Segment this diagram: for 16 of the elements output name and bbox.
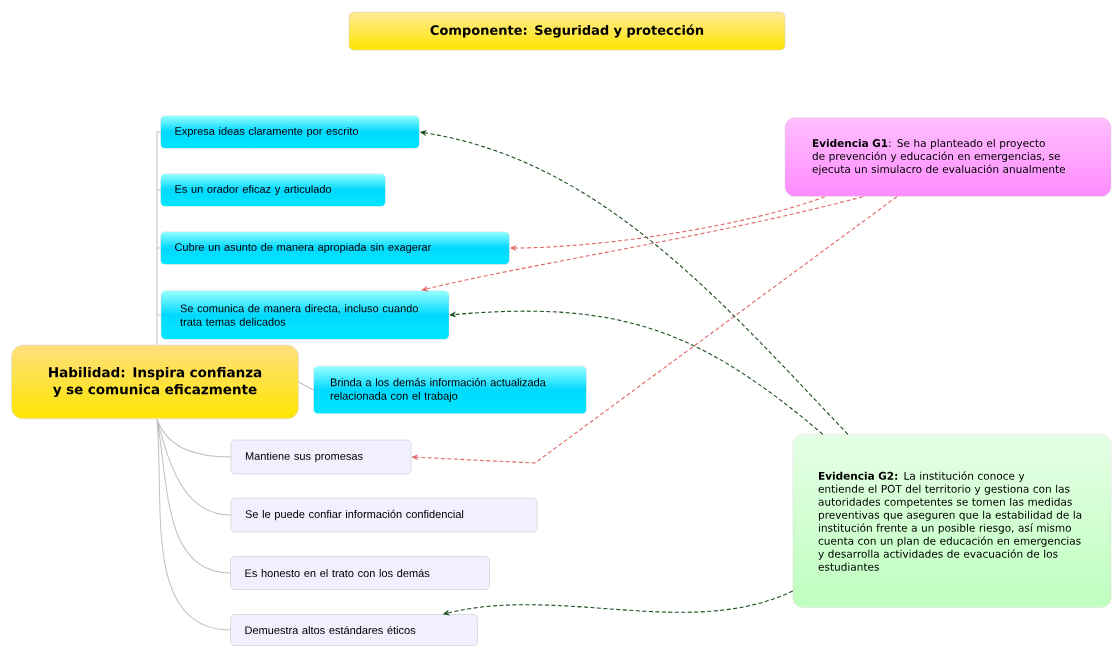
subtopic-box: Mantiene sus promesas — [230, 439, 412, 475]
central-topic-box: Habilidad: Inspira confianza y se comunica eficazmente — [11, 344, 299, 420]
subtopic-box: Cubre un asunto de manera apropiada sin exagerar — [160, 231, 510, 265]
subtopic-box: Se comunica de manera directa, incluso cuando trata temas delicados — [160, 290, 450, 340]
subtopic-box: Demuestra altos estándares éticos — [230, 614, 478, 646]
subtopic-box: Se le puede confiar información confidencial — [230, 497, 538, 533]
subtopic-box: Brinda a los demás información actualizada relacionada con el trabajo — [313, 365, 587, 415]
branch-line — [156, 418, 232, 631]
title-box: Componente: Seguridad y protección — [348, 11, 786, 51]
evidence-note: Evidencia G1: Se ha planteado el proyecto de prevención y educación en emergencias, se ejecuta un simulacro de evaluación anualmente — [784, 117, 1112, 197]
subtopic-box: Expresa ideas claramente por escrito — [160, 115, 420, 149]
branch-line — [156, 131, 162, 346]
subtopic-box: Es un orador eficaz y articulado — [160, 173, 386, 207]
subtopic-box: Es honesto en el trato con los demás — [230, 556, 490, 590]
branch-line — [298, 381, 314, 391]
evidence-note: Evidencia G2: La institución conoce y entiende el POT del territorio y gestiona con las autoridades competentes se tomen las medidas preventivas que aseguren que la estabilidad de la institución frente a un posible riesgo, así mismo cuenta con un plan de educación en emergencias y desarrolla actividades de evacuación de los estudiantes — [792, 434, 1112, 608]
